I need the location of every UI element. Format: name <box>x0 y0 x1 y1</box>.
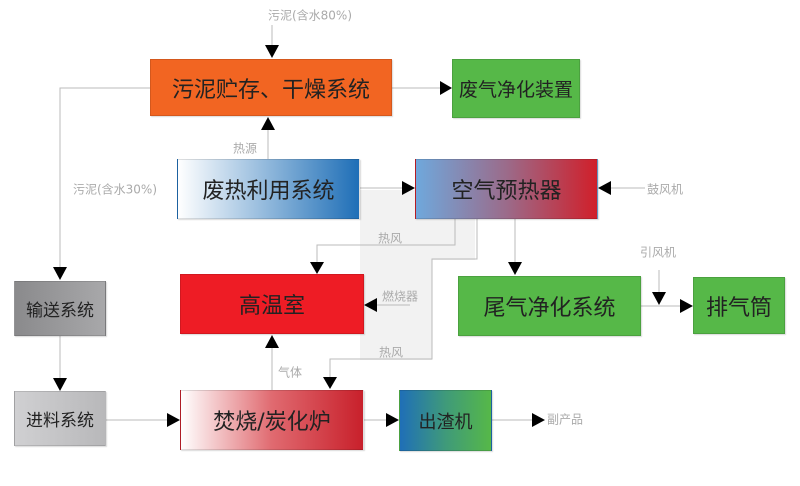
burner-label: 燃烧器 <box>381 289 419 304</box>
line-hot-air-1 <box>316 219 456 262</box>
arrow-right-icon <box>532 413 545 427</box>
chimney-box: 排气筒 <box>693 277 785 334</box>
arrow-right-icon <box>402 181 415 195</box>
arrow-right-icon <box>167 413 180 427</box>
arrow-right-icon <box>680 299 693 313</box>
arrow-down-icon <box>53 378 67 391</box>
exhaust-purifier-box: 废气净化装置 <box>452 59 580 118</box>
slag-discharger-box: 出渣机 <box>399 390 492 451</box>
feeding-system-box: 进料系统 <box>14 391 106 446</box>
conveying-system-box: 输送系统 <box>14 281 106 336</box>
byproduct-label: 副产品 <box>546 412 584 427</box>
hot-air-label: 热风 <box>377 231 403 246</box>
arrow-left-icon <box>364 298 377 312</box>
waste-heat-system-box: 废热利用系统 <box>177 159 360 219</box>
arrow-up-icon <box>261 117 275 130</box>
arrow-down-icon <box>53 267 67 280</box>
arrow-down-icon <box>310 262 324 274</box>
high-temp-chamber-box: 高温室 <box>180 274 364 334</box>
air-preheater-box: 空气预热器 <box>415 159 598 219</box>
tail-gas-purification-box: 尾气净化系统 <box>458 276 641 336</box>
hot-air-label: 热风 <box>378 345 404 360</box>
arrow-down-icon <box>652 292 666 305</box>
heat-source-label: 热源 <box>232 141 258 156</box>
line-hot-air-2 <box>329 219 478 377</box>
arrow-down-icon <box>265 45 279 58</box>
arrow-up-icon <box>265 335 279 348</box>
arrow-down-icon <box>508 262 522 275</box>
background-shape <box>360 190 475 360</box>
arrow-left-icon <box>598 181 611 195</box>
blower-label: 鼓风机 <box>646 182 684 197</box>
arrow-right-icon <box>386 413 399 427</box>
sludge-storage-drying-box: 污泥贮存、干燥系统 <box>150 59 392 116</box>
gas-label: 气体 <box>277 365 303 380</box>
sludge-dried-label: 污泥(含水30%) <box>72 182 158 197</box>
sludge-input-label: 污泥(含水80%) <box>267 8 353 23</box>
incinerator-box: 焚烧/炭化炉 <box>180 390 364 450</box>
arrow-down-icon <box>323 377 337 389</box>
induced-fan-label: 引风机 <box>639 245 677 260</box>
arrow-right-icon <box>440 81 452 95</box>
line-sludge-to-conveying <box>59 87 150 268</box>
